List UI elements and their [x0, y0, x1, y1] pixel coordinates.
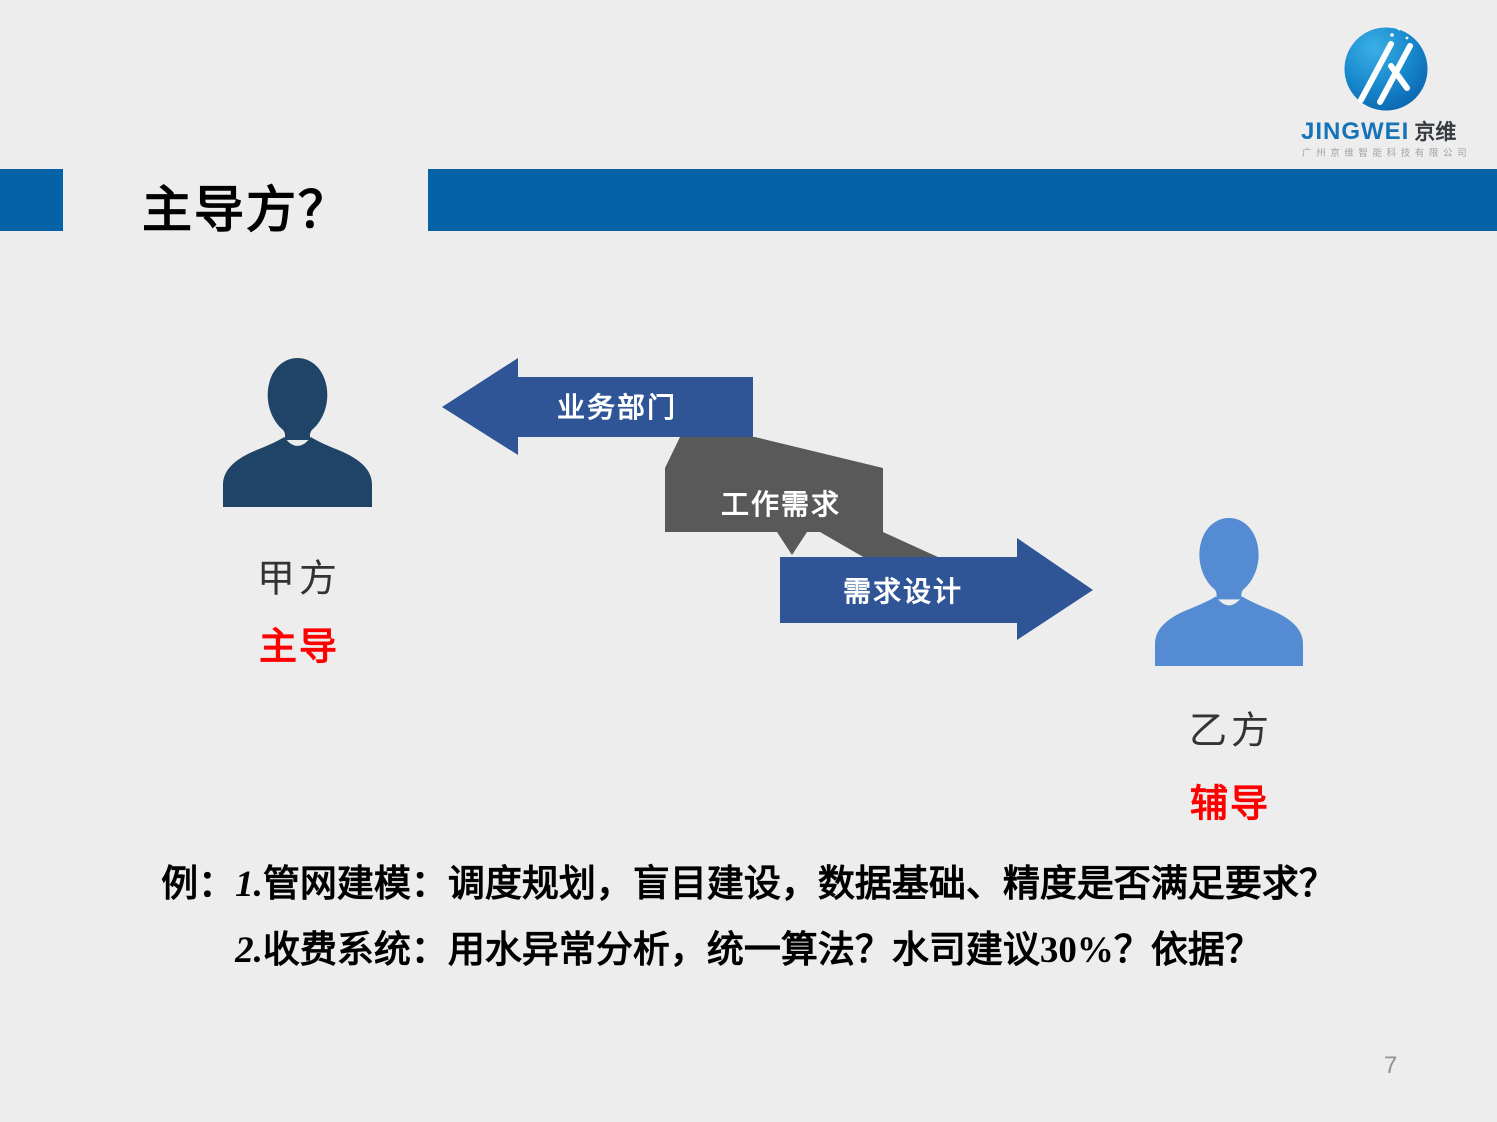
page-number: 7	[1384, 1052, 1398, 1079]
note-line-2: 2.收费系统：用水异常分析，统一算法？水司建议30%？依据？	[0, 918, 1497, 984]
header-bar	[428, 169, 1497, 231]
globe-monogram	[1358, 41, 1413, 105]
jingwei-logo: JINGWEI 京维 广州京维智能科技有限公司	[1295, 8, 1495, 159]
note-line-1: 例：1.管网建模：调度规划，盲目建设，数据基础、精度是否满足要求？	[0, 852, 1497, 918]
party-a-person-icon	[223, 358, 372, 507]
arrow-right-shape	[780, 538, 1093, 640]
party-b-role: 辅导	[1189, 783, 1271, 826]
note-2-text: 收费系统：用水异常分析，统一算法？水司建议30%？依据？	[262, 930, 1262, 971]
page-title: 主导方？	[142, 182, 350, 238]
arrow-right-label: 需求设计	[842, 577, 964, 608]
note-prefix: 例：	[161, 864, 236, 905]
logo-brand-cjk: 京维	[1414, 121, 1457, 144]
party-b-person-icon	[1155, 518, 1303, 666]
arrow-left-label: 业务部门	[556, 393, 678, 424]
globe-sparkles	[1390, 27, 1409, 40]
party-a-role: 主导	[258, 626, 340, 669]
notes-block: 例：1.管网建模：调度规划，盲目建设，数据基础、精度是否满足要求？ 2.收费系统…	[0, 852, 1497, 984]
note-1-number: 1.	[235, 864, 263, 905]
logo-company-name: 广州京维智能科技有限公司	[1302, 148, 1472, 159]
party-a-name: 甲方	[256, 558, 342, 601]
arrow-left-shape	[442, 358, 753, 455]
party-b-name: 乙方	[1188, 710, 1274, 753]
connector-label: 工作需求	[720, 490, 842, 521]
note-2-number: 2.	[235, 930, 263, 971]
header-accent-block	[0, 169, 63, 231]
connector-zigzag-shape	[665, 437, 940, 558]
logo-brand-latin: JINGWEI	[1301, 118, 1410, 145]
jingwei-globe-icon	[1344, 27, 1441, 129]
note-1-text: 管网建模：调度规划，盲目建设，数据基础、精度是否满足要求？	[262, 864, 1336, 905]
logo-brand-row: JINGWEI 京维	[1301, 116, 1491, 146]
